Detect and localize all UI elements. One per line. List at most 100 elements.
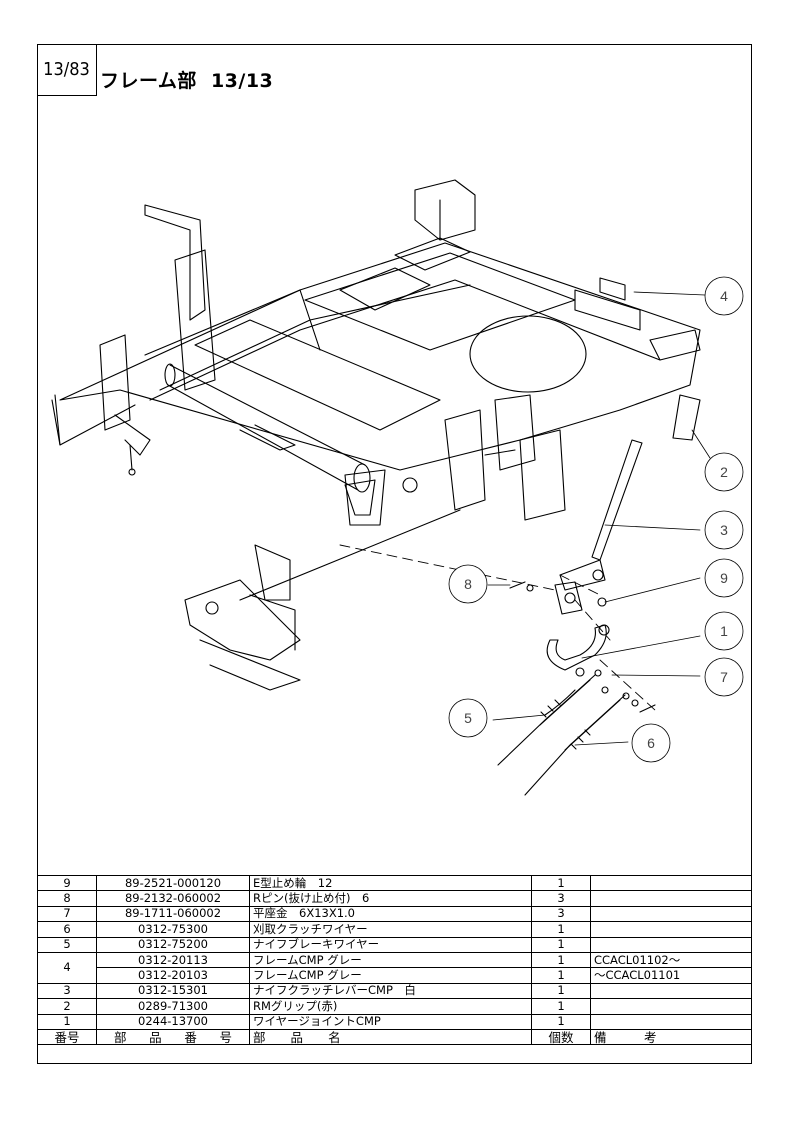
callout-6-label: 6 <box>647 735 655 751</box>
page-number-badge: 13/83 <box>37 44 97 96</box>
table-row: 3 0312-15301 ナイフクラッチレバーCMP 白 1 <box>37 982 752 1000</box>
row-no: 2 <box>37 998 97 1015</box>
row-remarks <box>590 1013 752 1030</box>
table-row: 8 89-2132-060002 Rピン(抜け止め付) 6 3 <box>37 890 752 907</box>
header-remarks: 備 考 <box>590 1028 752 1046</box>
header-part-number-char: 部 <box>114 1029 127 1045</box>
row-part-number: 89-2132-060002 <box>96 890 250 907</box>
row-remarks: CCACL01102〜 <box>590 951 752 969</box>
row-remarks: 〜CCACL01101 <box>590 967 752 984</box>
lower-lever-assembly <box>184 509 461 691</box>
row-part-number: 0312-75300 <box>96 921 250 938</box>
header-part-number-char: 番 <box>184 1029 197 1045</box>
row-remarks <box>590 874 752 892</box>
row-no: 6 <box>37 921 97 938</box>
callout-4-circle <box>704 276 744 316</box>
table-row: 7 89-1711-060002 平座金 6X13X1.0 3 <box>37 905 752 923</box>
row-remarks <box>590 905 752 923</box>
table-row: 6 0312-75300 刈取クラッチワイヤー 1 <box>37 921 752 938</box>
table-row: 9 89-2521-000120 E型止め輪 12 1 <box>37 874 752 892</box>
bracket-part <box>526 581 607 615</box>
wire-joint-part-1 <box>546 624 639 707</box>
frame-assembly <box>51 179 701 526</box>
header-name-char: 名 <box>328 1029 341 1045</box>
table-row: 5 0312-75200 ナイフブレーキワイヤー 1 <box>37 936 752 953</box>
row-name: ナイフクラッチレバーCMP 白 <box>249 982 532 1000</box>
callout-leader-lines <box>487 291 711 746</box>
row-part-number: 89-1711-060002 <box>96 905 250 923</box>
row-part-number: 0244-13700 <box>96 1013 250 1030</box>
row-no: 3 <box>37 982 97 1000</box>
row-name: ナイフブレーキワイヤー <box>249 936 532 953</box>
callout-circles <box>448 276 744 763</box>
table-row: 4 0312-20113 フレームCMP グレー 1 CCACL01102〜 <box>37 951 752 984</box>
header-part-number-char: 品 <box>149 1029 162 1045</box>
pin-part-8 <box>509 581 656 713</box>
callout-2-circle <box>704 452 744 492</box>
page-title: フレーム部 13/13 <box>100 66 273 93</box>
row-name: E型止め輪 12 <box>249 874 532 892</box>
callout-9-label: 9 <box>720 570 728 586</box>
row-remarks <box>590 998 752 1015</box>
callout-1-circle <box>704 611 744 651</box>
row-part-number: 0289-71300 <box>96 998 250 1015</box>
row-no: 8 <box>37 890 97 907</box>
row-no: 9 <box>37 874 97 892</box>
row-qty: 1 <box>531 921 591 938</box>
row-part-number: 0312-75200 <box>96 936 250 953</box>
row-qty: 3 <box>531 905 591 923</box>
table-row: 2 0289-71300 RMグリップ(赤) 1 <box>37 998 752 1015</box>
callout-4-label: 4 <box>720 288 728 304</box>
callout-5-circle <box>448 698 488 738</box>
cable-part-6 <box>524 692 630 796</box>
row-name: 刈取クラッチワイヤー <box>249 921 532 938</box>
header-qty: 個数 <box>531 1028 591 1046</box>
header-name-char: 品 <box>290 1029 304 1045</box>
row-qty: 1 <box>531 998 591 1015</box>
parts-table: 9 89-2521-000120 E型止め輪 12 1 8 89-2132-06… <box>37 874 752 1046</box>
callout-5-label: 5 <box>464 710 472 726</box>
cable-part-5 <box>497 669 602 766</box>
title-text: フレーム部 <box>100 70 197 92</box>
row-part-number: 0312-15301 <box>96 982 250 1000</box>
row-name: Rピン(抜け止め付) 6 <box>249 890 532 907</box>
row-no: 4 <box>37 951 97 984</box>
table-row: 1 0244-13700 ワイヤージョイントCMP 1 <box>37 1013 752 1030</box>
callout-9-circle <box>704 558 744 598</box>
header-name-char: 部 <box>253 1029 266 1045</box>
row-name: フレームCMP グレー <box>249 951 532 969</box>
header-part-number: 部品番号 <box>96 1028 250 1046</box>
grip-part-2 <box>672 394 701 441</box>
row-remarks <box>590 890 752 907</box>
callout-7-label: 7 <box>720 669 728 685</box>
header-remarks-char: 備 <box>594 1029 607 1045</box>
row-no: 7 <box>37 905 97 923</box>
row-qty: 1 <box>531 936 591 953</box>
callout-1-label: 1 <box>720 623 728 639</box>
row-part-number: 0312-20113 <box>96 951 250 969</box>
row-qty: 1 <box>531 951 591 969</box>
row-no: 5 <box>37 936 97 953</box>
row-qty: 1 <box>531 967 591 984</box>
row-name: 平座金 6X13X1.0 <box>249 905 532 923</box>
title-page-number: 13/13 <box>210 70 274 92</box>
callout-2-label: 2 <box>720 464 728 480</box>
header-part-number-char: 号 <box>219 1029 232 1045</box>
header-no: 番号 <box>37 1028 97 1046</box>
page-frame <box>37 44 752 1064</box>
row-name: フレームCMP グレー <box>249 967 532 984</box>
table-header-row: 番号 部品番号 部 品 名 個数 備 考 <box>37 1028 752 1046</box>
row-part-number: 89-2521-000120 <box>96 874 250 892</box>
row-part-number: 0312-20103 <box>96 967 250 984</box>
table-row: 0312-20103 フレームCMP グレー 1 〜CCACL01101 <box>38 967 752 984</box>
callout-8-circle <box>448 564 488 604</box>
callout-3-circle <box>704 510 744 550</box>
exploded-parts-diagram: 4 2 3 9 1 7 8 5 6 <box>51 179 744 796</box>
row-qty: 3 <box>531 890 591 907</box>
row-name: RMグリップ(赤) <box>249 998 532 1015</box>
callout-6-circle <box>631 723 671 763</box>
row-qty: 1 <box>531 874 591 892</box>
row-remarks <box>590 936 752 953</box>
lever-part-3 <box>559 439 643 591</box>
row-qty: 1 <box>531 1013 591 1030</box>
